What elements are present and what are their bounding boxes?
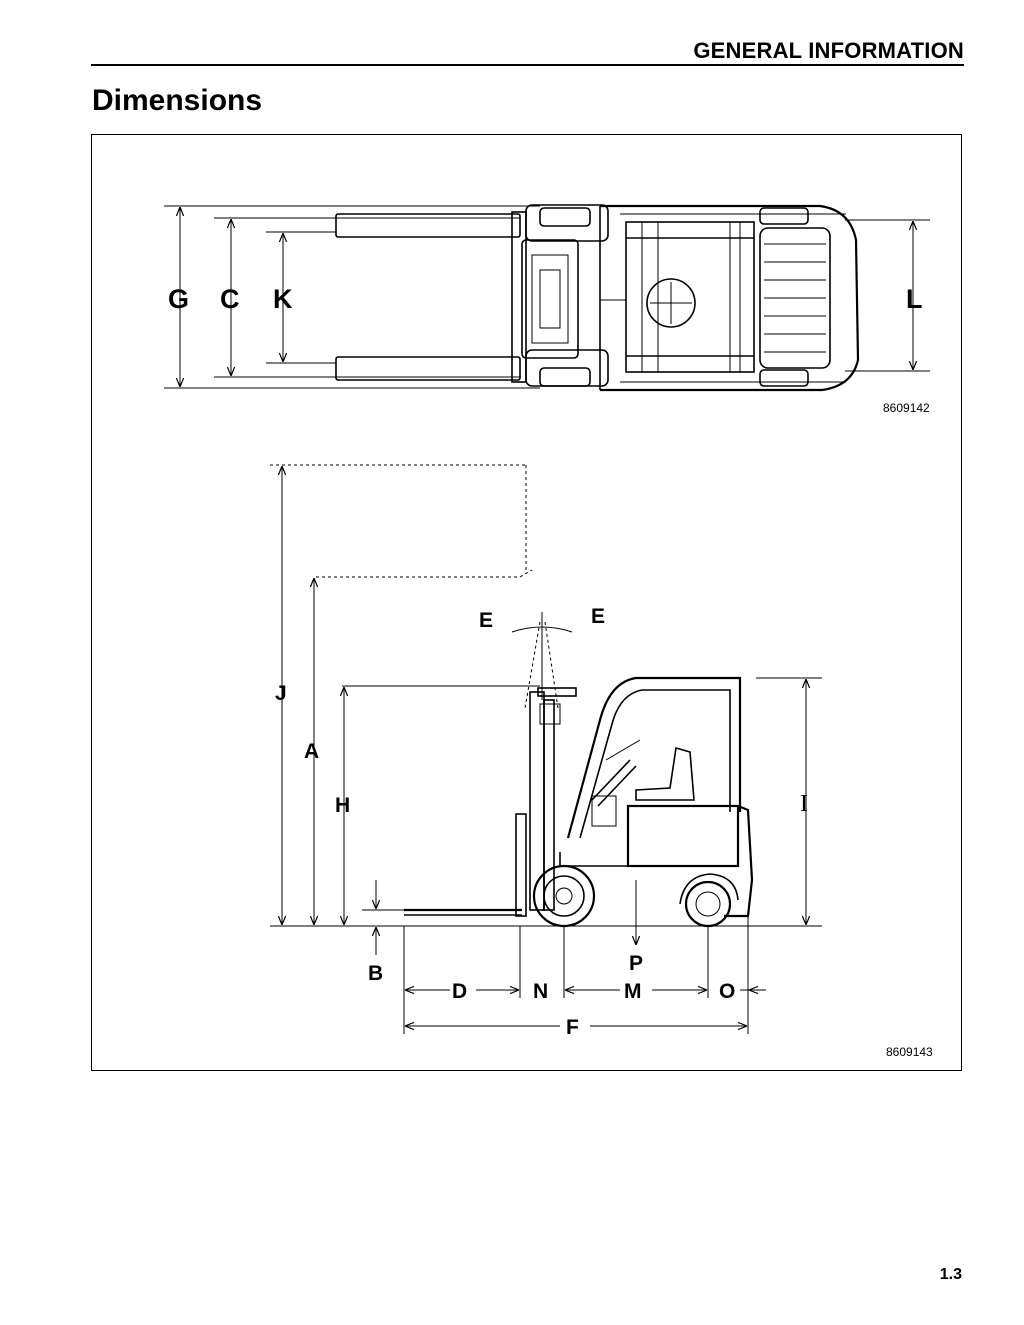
dim-label-c: C xyxy=(220,284,240,314)
dim-label-d: D xyxy=(452,980,467,1003)
dim-label-b: B xyxy=(368,962,383,985)
figure-code-top-view: 8609142 xyxy=(883,401,930,415)
figure-frame xyxy=(91,134,962,1071)
dim-label-p: P xyxy=(629,952,643,975)
forklift-top-view xyxy=(164,204,930,392)
dim-label-l: L xyxy=(906,284,923,314)
dim-label-k: K xyxy=(273,284,293,314)
dim-label-h: H xyxy=(335,794,350,817)
dim-label-j: J xyxy=(275,682,287,705)
section-header: GENERAL INFORMATION xyxy=(693,38,964,63)
dim-label-n: N xyxy=(533,980,548,1003)
dim-label-i: I xyxy=(800,791,808,817)
dim-label-e-left: E xyxy=(479,609,493,632)
dim-label-g: G xyxy=(168,284,189,314)
forklift-side-view xyxy=(270,464,822,1034)
figure-code-side-view: 8609143 xyxy=(886,1045,933,1059)
dim-label-m: M xyxy=(624,980,642,1003)
dim-label-f: F xyxy=(566,1016,579,1039)
dim-label-e-right: E xyxy=(591,605,605,628)
dim-label-o: O xyxy=(719,980,735,1003)
header-rule xyxy=(91,64,964,66)
page-title: Dimensions xyxy=(92,84,263,117)
page-number: 1.3 xyxy=(939,1266,962,1283)
dim-label-a: A xyxy=(304,740,319,763)
